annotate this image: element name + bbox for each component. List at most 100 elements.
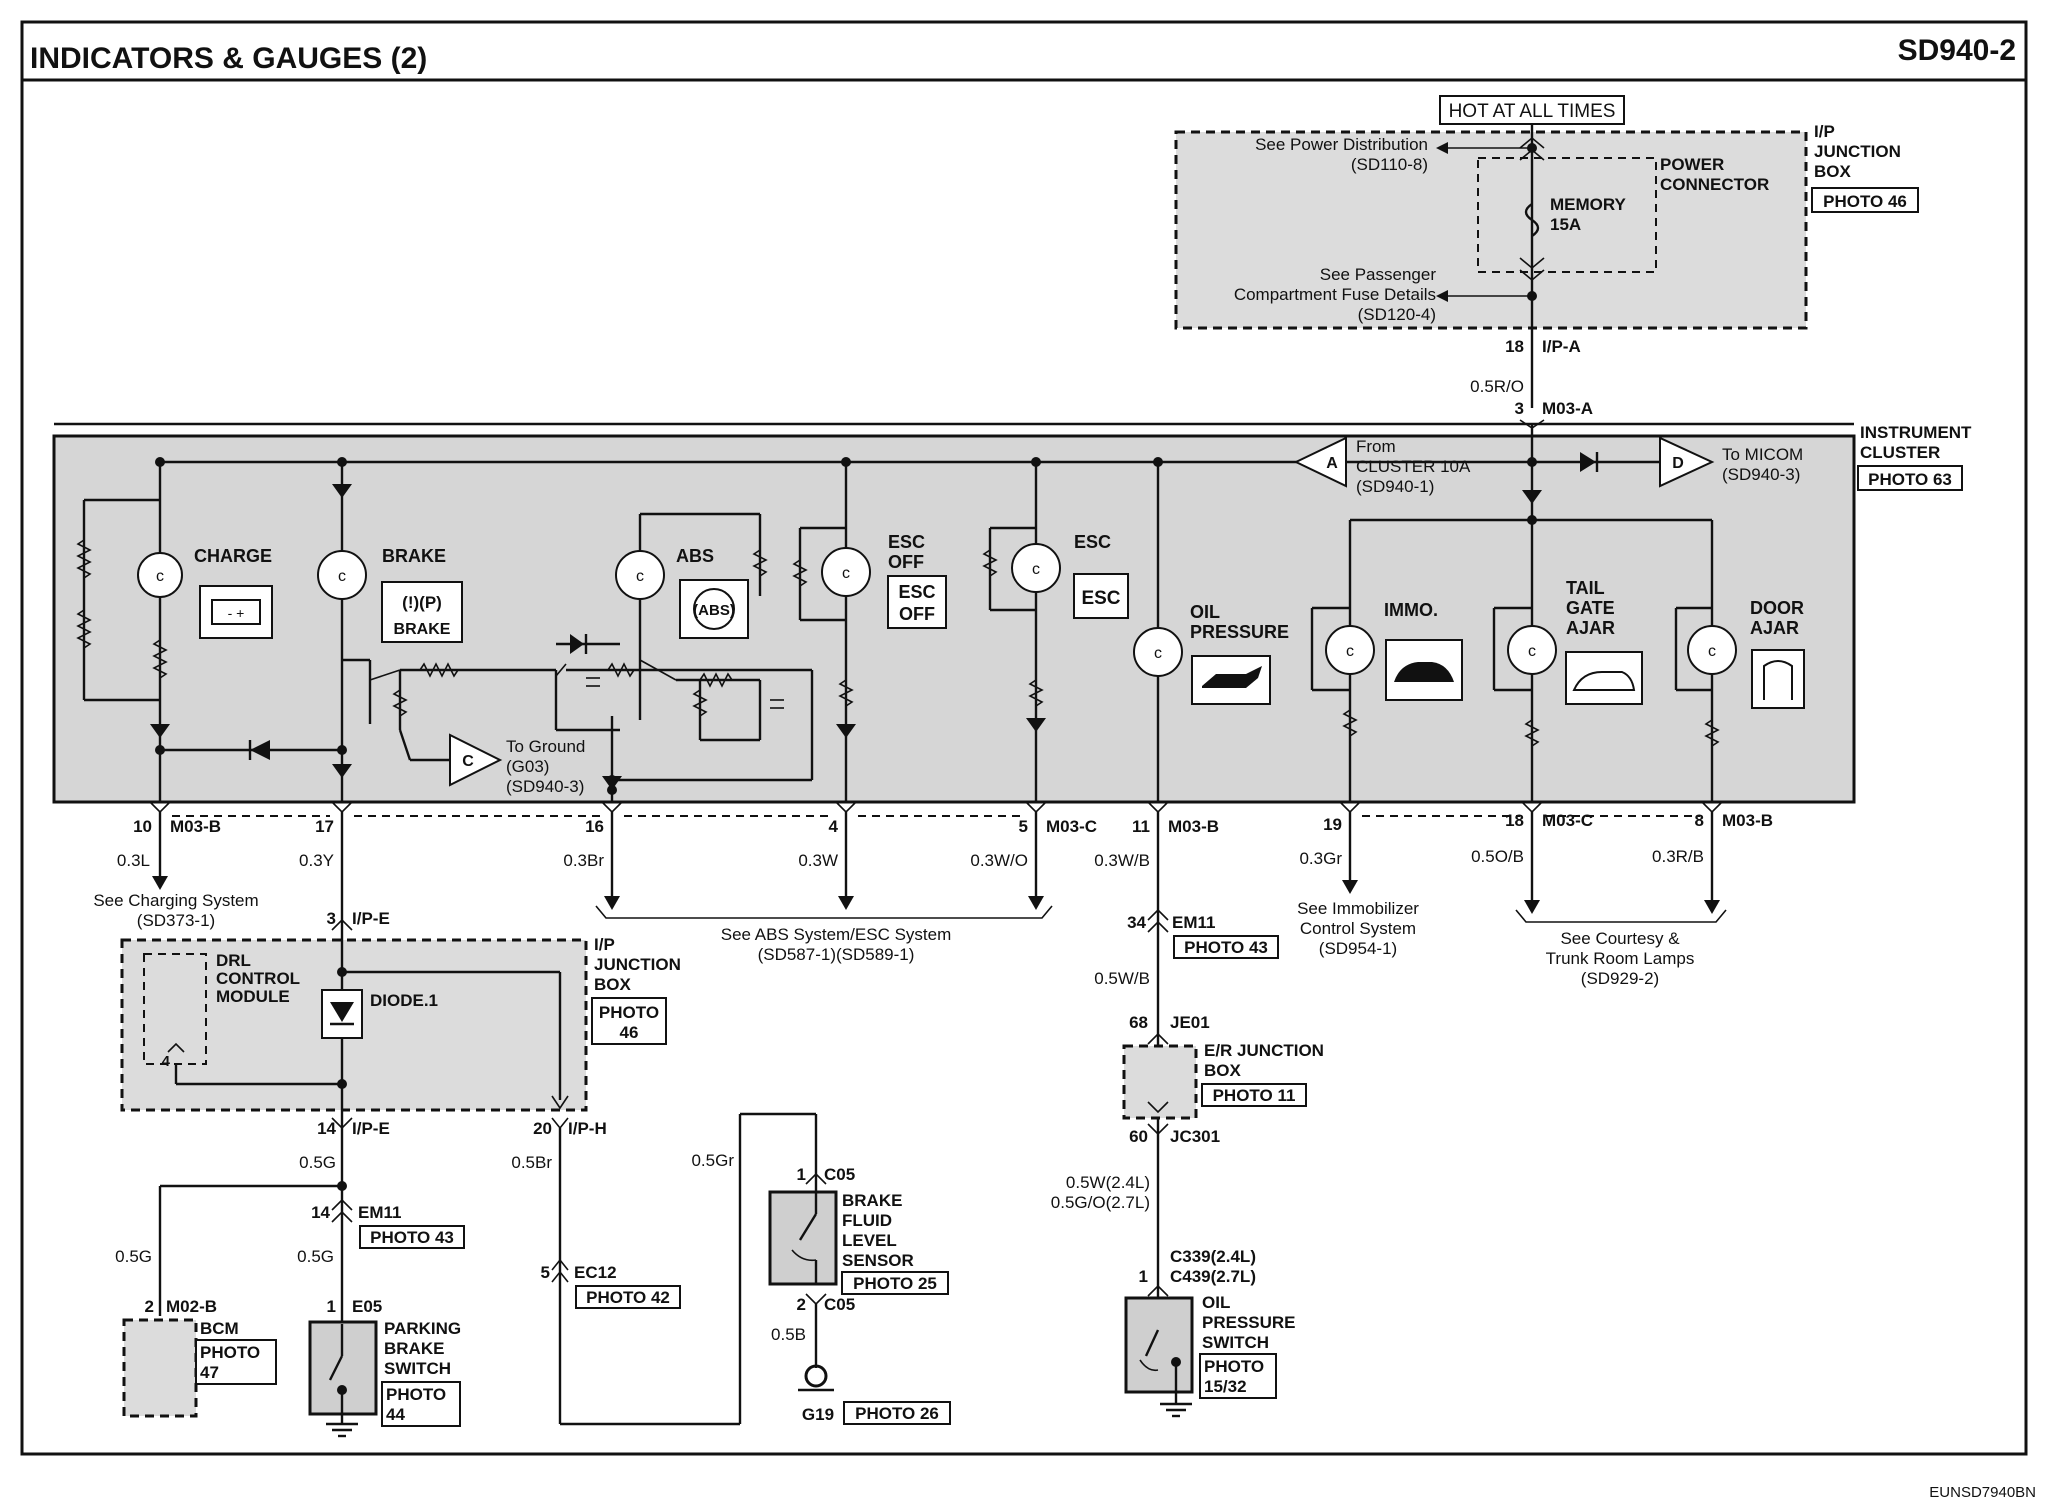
pin-18-ipa: 18 (1505, 337, 1524, 356)
drl-conn-ipe-bottom: I/P-E (352, 1119, 390, 1138)
bfl-photo: PHOTO 25 (853, 1274, 937, 1293)
parking-label-1: PARKING (384, 1319, 461, 1338)
wire-05wb: 0.5W/B (1094, 969, 1150, 988)
bcm-box (122, 1318, 198, 1418)
out-conn-m03b-10: M03-B (170, 817, 221, 836)
jc301-conn: JC301 (1170, 1127, 1220, 1146)
e05-conn: E05 (352, 1297, 382, 1316)
svg-text:c: c (1708, 643, 1716, 660)
parking-label-3: SWITCH (384, 1359, 451, 1378)
drl-pin-4: 4 (162, 1053, 171, 1070)
wire-05b: 0.5B (771, 1325, 806, 1344)
oil-em11-photo: PHOTO 43 (1184, 938, 1268, 957)
connector-a-tag: A (1326, 455, 1338, 472)
ref-immo-3: (SD954-1) (1319, 939, 1397, 958)
out-wire-16: 0.3Br (563, 851, 604, 870)
out-wire-17: 0.3Y (299, 851, 334, 870)
drl-box-label-1: I/P (594, 935, 615, 954)
c05-conn-b: C05 (824, 1295, 855, 1314)
ref-power-distribution-1: See Power Distribution (1255, 135, 1428, 154)
conn-m03a: M03-A (1542, 399, 1593, 418)
oil-switch-photo-2: 15/32 (1204, 1377, 1247, 1396)
drl-pin-3: 3 (327, 909, 336, 928)
diode-label: DIODE.1 (370, 991, 438, 1010)
ref-abs-esc-2: (SD587-1)(SD589-1) (758, 945, 915, 964)
drl-conn-iph: I/P-H (568, 1119, 607, 1138)
er-box-label-2: BOX (1204, 1061, 1242, 1080)
bfl-label-3: LEVEL (842, 1231, 897, 1250)
out-pin-5: 5 (1019, 817, 1028, 836)
lamp-oil-label-2: PRESSURE (1190, 622, 1289, 642)
ref-charging-1: See Charging System (93, 891, 258, 910)
out-pin-4: 4 (829, 817, 839, 836)
connector-d-tag: D (1672, 455, 1684, 472)
cluster-label-1: INSTRUMENT (1860, 423, 1972, 442)
svg-text:- +: - + (228, 605, 245, 621)
ref-immo-1: See Immobilizer (1297, 899, 1419, 918)
ip-box-label-2: JUNCTION (1814, 142, 1901, 161)
bfl-label-2: FLUID (842, 1211, 892, 1230)
instrument-cluster-box (52, 434, 1856, 804)
oil-switch-photo-1: PHOTO (1204, 1357, 1264, 1376)
ip-box-label-3: BOX (1814, 162, 1852, 181)
drl-box-label-2: JUNCTION (594, 955, 681, 974)
page-title: INDICATORS & GAUGES (2) (30, 42, 427, 75)
c339-conn: C339(2.4L) (1170, 1247, 1256, 1266)
je01-conn: JE01 (1170, 1013, 1210, 1032)
wire-05br: 0.5Br (511, 1153, 552, 1172)
svg-text:c: c (842, 565, 850, 582)
svg-text:c: c (1528, 643, 1536, 660)
er-junction-box (1122, 1044, 1198, 1120)
hot-at-all-times-box (1439, 95, 1625, 125)
e05-pin-1: 1 (327, 1297, 336, 1316)
ref-abs-esc-1: See ABS System/ESC System (721, 925, 952, 944)
drl-module-label-3: MODULE (216, 987, 290, 1006)
wire-05ro: 0.5R/O (1470, 377, 1524, 396)
wire-05w-24l: 0.5W(2.4L) (1066, 1173, 1150, 1192)
out-conn-m03b-11: M03-B (1168, 817, 1219, 836)
hot-at-all-times: HOT AT ALL TIMES (1449, 101, 1616, 122)
je01-pin-68: 68 (1129, 1013, 1148, 1032)
out-pin-17: 17 (315, 817, 334, 836)
cluster-photo: PHOTO 63 (1868, 470, 1952, 489)
bfl-label-1: BRAKE (842, 1191, 902, 1210)
svg-text:c: c (636, 568, 644, 585)
esc-icon (1073, 573, 1129, 619)
ref-immo-2: Control System (1300, 919, 1416, 938)
drl-box-label-3: BOX (594, 975, 632, 994)
out-wire-11: 0.3W/B (1094, 851, 1150, 870)
fuse-memory-rating: 15A (1550, 215, 1581, 234)
wire-05go-27l: 0.5G/O(2.7L) (1051, 1193, 1150, 1212)
jc301-pin-60: 60 (1129, 1127, 1148, 1146)
parking-label-2: BRAKE (384, 1339, 444, 1358)
out-wire-5: 0.3W/O (970, 851, 1028, 870)
drl-photo-1: PHOTO (599, 1003, 659, 1022)
drl-module-label-2: CONTROL (216, 969, 300, 988)
g19-label: G19 (802, 1405, 834, 1424)
to-d-1: To MICOM (1722, 445, 1803, 464)
drl-pin-14: 14 (317, 1119, 336, 1138)
bcm-pin-2: 2 (145, 1297, 154, 1316)
esc-off-icon-text-2: OFF (899, 604, 935, 624)
out-wire-18: 0.5O/B (1471, 847, 1524, 866)
oil-switch-label-2: PRESSURE (1202, 1313, 1296, 1332)
oil-switch-label-3: SWITCH (1202, 1333, 1269, 1352)
parking-photo-2: 44 (386, 1405, 405, 1424)
bcm-conn: M02-B (166, 1297, 217, 1316)
out-wire-8: 0.3R/B (1652, 847, 1704, 866)
lamp-esc-off-label-2: OFF (888, 552, 924, 572)
bcm-label: BCM (200, 1319, 239, 1338)
wire-05gr: 0.5Gr (691, 1151, 734, 1170)
power-connector-label-1: POWER (1660, 155, 1724, 174)
parking-photo-1: PHOTO (386, 1385, 446, 1404)
out-pin-19: 19 (1323, 815, 1342, 834)
wire-05g-a: 0.5G (299, 1153, 336, 1172)
em11-left: EM11 (358, 1203, 401, 1222)
wire-05g-b: 0.5G (115, 1247, 152, 1266)
oil-em11-pin-34: 34 (1127, 913, 1146, 932)
door-ajar-icon (1751, 649, 1805, 709)
er-box-label-1: E/R JUNCTION (1204, 1041, 1324, 1060)
lamp-esc-off-label-1: ESC (888, 532, 925, 552)
fuse-memory-label: MEMORY (1550, 195, 1627, 214)
lamp-esc-label: ESC (1074, 532, 1111, 552)
